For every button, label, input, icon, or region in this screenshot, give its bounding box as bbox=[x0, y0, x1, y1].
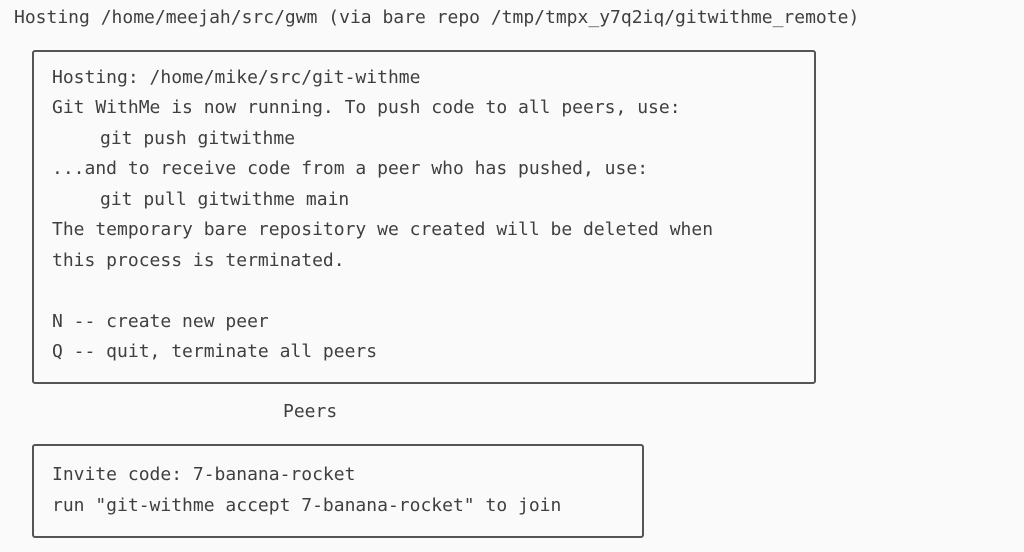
running-message-line: Git WithMe is now running. To push code … bbox=[52, 97, 681, 118]
quit-option[interactable]: Q -- quit, terminate all peers bbox=[52, 341, 378, 362]
receive-message-line: ...and to receive code from a peer who h… bbox=[52, 158, 649, 179]
join-command-line: run "git-withme accept 7-banana-rocket" … bbox=[52, 495, 562, 516]
temporary-repo-line: The temporary bare repository we created… bbox=[52, 219, 714, 240]
new-peer-option[interactable]: N -- create new peer bbox=[52, 311, 269, 332]
terminated-line: this process is terminated. bbox=[52, 250, 345, 271]
peers-title: Peers bbox=[283, 401, 338, 422]
info-panel: Hosting: /home/mike/src/git-withme Git W… bbox=[32, 50, 816, 384]
hosting-path-line: Hosting: /home/mike/src/git-withme bbox=[52, 67, 421, 88]
push-command-line: git push gitwithme bbox=[100, 128, 296, 149]
peers-panel: Invite code: 7-banana-rocket run "git-wi… bbox=[32, 444, 644, 538]
pull-command-line: git pull gitwithme main bbox=[100, 189, 350, 210]
invite-code-line: Invite code: 7-banana-rocket bbox=[52, 464, 356, 485]
hosting-status-line: Hosting /home/meejah/src/gwm (via bare r… bbox=[14, 7, 860, 28]
